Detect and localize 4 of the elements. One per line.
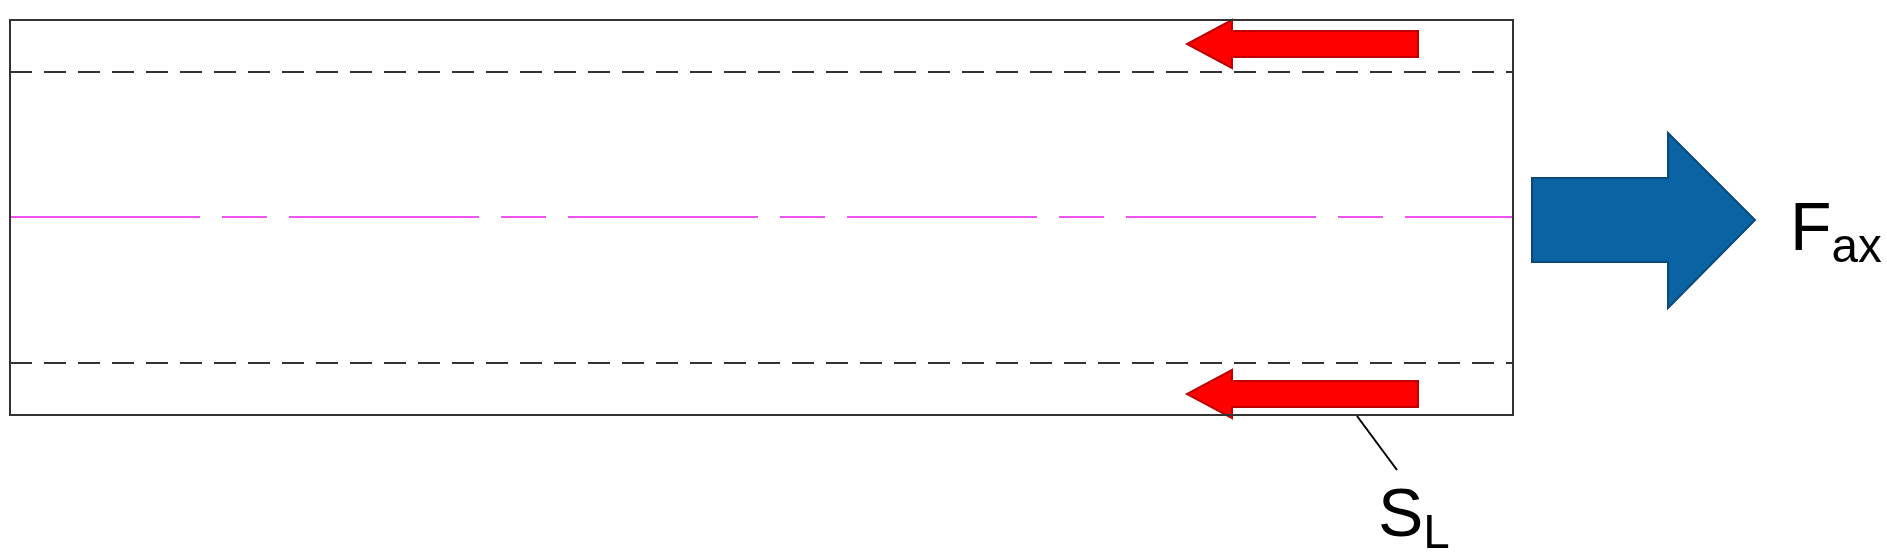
symbol-label: S$_{L}$ (1378, 478, 1450, 556)
shaft-outline (9, 19, 1514, 416)
force-label: F$_{ax}$ (1790, 192, 1882, 270)
leader-line (1356, 415, 1398, 471)
